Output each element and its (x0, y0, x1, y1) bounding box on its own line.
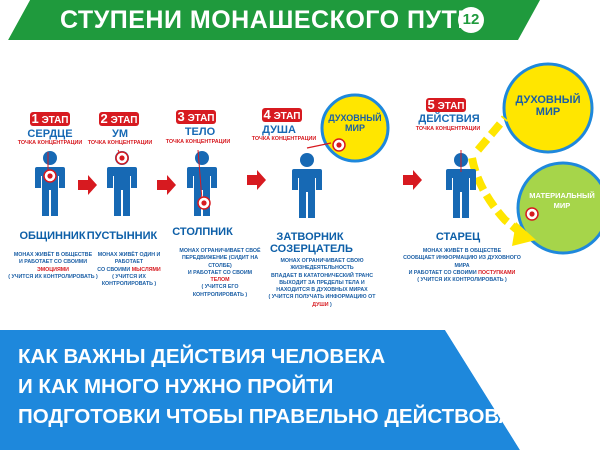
flow-to-spiritual (474, 115, 509, 153)
desc-line: ( УЧИТСЯ ПОЛУЧАТЬ ИНФОРМАЦИЮ ОТ (268, 294, 376, 301)
desc-line: ЖИЗНЕДЕЯТЕЛЬНОСТЬ (290, 265, 354, 272)
focus-label-3: ТОЧКА КОНЦЕНТРАЦИИ (165, 139, 231, 145)
focus-line-3 (197, 149, 203, 201)
target-icon-stage2 (115, 151, 129, 165)
stage-word: ЭТАП (110, 115, 138, 126)
name-line: ЗАТВОРНИК (276, 231, 344, 243)
desc-line: ( УЧИТСЯ ИХ КОНТРОЛИРОВАТЬ ) (417, 277, 507, 284)
desc-line: ВЫХОДИТ ЗА ПРЕДЕЛЫ ТЕЛА И (279, 279, 365, 286)
desc-line: НАХОДИТСЯ В ДУХОВНЫХ МИРАХ (276, 287, 368, 294)
spiritual-world-label-stage5: ДУХОВНЫЙ МИР (515, 94, 581, 118)
desc-highlight: ЭМОЦИЯМИ (36, 266, 69, 273)
flow-arrow-head (512, 222, 536, 246)
stage-desc-3: МОНАХ ОГРАНИЧИВАЕТ СВОЁ ПЕРЕДВИЖЕНИЕ (СИ… (178, 248, 262, 299)
desc-line: ( УЧИТСЯ ИХ КОНТРОЛИРОВАТЬ ) (101, 273, 157, 288)
stage-aspect-5: ДЕЙСТВИЯ (418, 113, 480, 125)
stage-word: ЭТАП (41, 115, 69, 126)
spiritual-world-label-stage4: ДУХОВНЫЙ МИР (328, 113, 382, 133)
stage-arrow-1 (78, 175, 97, 195)
stage-number: 5 (427, 97, 435, 112)
header-top-accent (0, 0, 30, 40)
desc-line: МОНАХ ЖИВЁТ В ОБЩЕСТВЕ (13, 252, 93, 258)
stage-aspect-1: СЕРДЦЕ (27, 128, 73, 140)
stage4-connector (306, 142, 332, 149)
stage-word: ЭТАП (437, 101, 465, 112)
desc-line: МОНАХ ЖИВЁТ В ОБЩЕСТВЕ (422, 248, 502, 254)
focus-label-2: ТОЧКА КОНЦЕНТРАЦИИ (87, 140, 153, 146)
desc-highlight: МЫСЛЯМИ (131, 266, 161, 273)
target-icon-stage4 (332, 138, 346, 152)
stage-name-2: ПУСТЫННИК (86, 230, 158, 242)
bottom-banner (0, 330, 520, 450)
desc-line: МОНАХ ОГРАНИЧИВАЕТ СВОЁ (179, 248, 261, 254)
spiritual-world-circle-stage5 (502, 62, 594, 154)
focus-label-5: ТОЧКА КОНЦЕНТРАЦИИ (415, 126, 481, 132)
desc-line: И РАБОТАЕТ СО СВОИМИ (408, 269, 477, 276)
desc-line: СООБЩАЕТ ИНФОРМАЦИЮ ИЗ ДУХОВНОГО МИРА (403, 255, 521, 269)
desc-line: И РАБОТАЕТ СО СВОИМИ (18, 259, 88, 266)
stage-aspect-3: ТЕЛО (184, 126, 216, 138)
desc-line: ПЕРЕДВИЖЕНИЕ (СИДИТ НА СТОЛБЕ) (181, 255, 259, 269)
desc-highlight: ТЕЛОМ (210, 277, 230, 284)
stage-aspect-2: УМ (111, 128, 128, 140)
desc-highlight: ДУШИ (312, 301, 329, 308)
stage-pill-1: 1 ЭТАП (30, 112, 70, 126)
stage-desc-2: МОНАХ ЖИВЁТ ОДИН И РАБОТАЕТ СО СВОИМИ МЫ… (95, 252, 163, 288)
desc-line: СО СВОИМИ (97, 266, 131, 273)
stage-number: 1 (31, 111, 39, 126)
stage-pill-3: 3 ЭТАП (176, 110, 216, 124)
name-line: СОЗЕРЦАТЕЛЬ (270, 243, 353, 255)
stage-name-3: СТОЛПНИК (172, 226, 233, 238)
stage-pill-4: 4 ЭТАП (262, 108, 302, 122)
person-icon-stage1 (35, 151, 65, 216)
person-icon-stage4 (292, 153, 322, 218)
flow-to-material (468, 157, 525, 238)
stage-word: ЭТАП (273, 111, 301, 122)
stage-name-4: ЗАТВОРНИК СОЗЕРЦАТЕЛЬ (270, 231, 353, 255)
stage-desc-1: МОНАХ ЖИВЁТ В ОБЩЕСТВЕ И РАБОТАЕТ СО СВО… (8, 252, 98, 281)
bottom-line-1: КАК ВАЖНЫ ДЕЙСТВИЯ ЧЕЛОВЕКА (18, 345, 386, 368)
desc-line: ( УЧИТСЯ ИХ КОНТРОЛИРОВАТЬ ) (8, 273, 98, 280)
stage-word: ЭТАП (187, 113, 215, 124)
desc-highlight: ПОСТУПКАМИ (478, 269, 516, 276)
stage-aspect-4: ДУША (262, 124, 296, 136)
stage-number: 2 (100, 111, 108, 126)
desc-line: ВПАДАЕТ В КАТАТОНИЧЕСКИЙ ТРАНС (270, 272, 374, 279)
stage-pill-2: 2 ЭТАП (99, 112, 139, 126)
desc-line: ( УЧИТСЯ ЕГО КОНТРОЛИРОВАТЬ ) (192, 284, 248, 298)
stage-desc-5: МОНАХ ЖИВЁТ В ОБЩЕСТВЕ СООБЩАЕТ ИНФОРМАЦ… (402, 248, 522, 284)
desc-line: МОНАХ ОГРАНИЧИВАЕТ СВОЮ (280, 258, 364, 264)
bottom-message: КАК ВАЖНЫ ДЕЙСТВИЯ ЧЕЛОВЕКА И КАК МНОГО … (18, 342, 552, 432)
stage-pill-5: 5 ЭТАП (426, 98, 466, 112)
stage-arrow-2 (157, 175, 176, 195)
stage-name-1: ОБЩИННИК (19, 230, 86, 242)
desc-line: И РАБОТАЕТ СО СВОИМ (187, 269, 253, 276)
stage-arrow-4 (403, 170, 422, 190)
desc-line: ) (329, 301, 332, 308)
bottom-accent (445, 330, 600, 450)
stage-name-5: СТАРЕЦ (435, 231, 481, 243)
target-icon-stage1 (43, 169, 57, 183)
desc-line: МОНАХ ЖИВЁТ ОДИН И РАБОТАЕТ (97, 252, 161, 266)
stage-number: 3 (177, 109, 185, 124)
bottom-line-2: И КАК МНОГО НУЖНО ПРОЙТИ (18, 375, 334, 398)
focus-label-1: ТОЧКА КОНЦЕНТРАЦИИ (17, 140, 83, 146)
material-world-label: МАТЕРИАЛЬНЫЙ МИР (529, 191, 595, 210)
bottom-line-3: ПОДГОТОВКИ ЧТОБЫ ПРАВЕЛЬНО ДЕЙСТВОВАТЬ ! (18, 405, 552, 428)
material-world-circle-stage5 (516, 161, 600, 255)
target-icon-stage3 (197, 196, 211, 210)
stage-desc-4: МОНАХ ОГРАНИЧИВАЕТ СВОЮ ЖИЗНЕДЕЯТЕЛЬНОСТ… (262, 258, 382, 309)
stage-arrow-3 (247, 170, 266, 190)
stage-number: 4 (263, 107, 271, 122)
focus-label-4: ТОЧКА КОНЦЕНТРАЦИИ (251, 136, 317, 142)
page-number-badge: 12 (458, 7, 484, 33)
page-title: СТУПЕНИ МОНАШЕСКОГО ПУТИ (60, 6, 476, 34)
header-banner (8, 0, 540, 40)
